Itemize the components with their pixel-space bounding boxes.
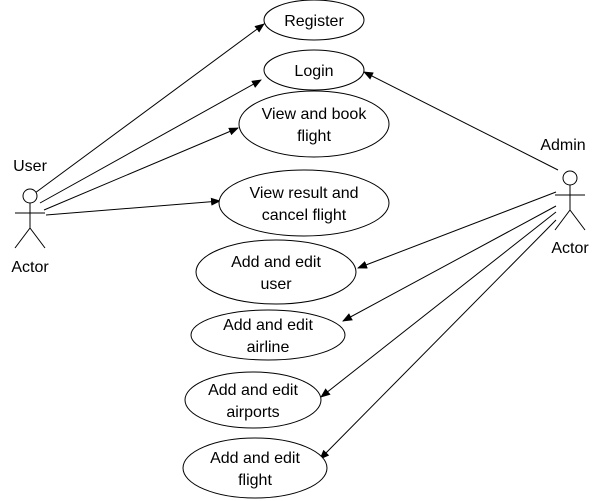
use-case-ellipse bbox=[238, 90, 390, 158]
use-case-view-book: View and book flight bbox=[238, 90, 390, 158]
use-case-label: Login bbox=[294, 63, 333, 80]
use-case-ellipse bbox=[263, 49, 365, 91]
use-case-label: Add and edit bbox=[223, 317, 313, 334]
association-user-to-view-book bbox=[43, 127, 239, 211]
actor-name: Admin bbox=[540, 137, 585, 154]
association-user-to-view-cancel bbox=[45, 197, 221, 216]
use-case-ellipse bbox=[184, 371, 322, 429]
use-case-label: airports bbox=[226, 404, 279, 421]
use-case-ellipse bbox=[218, 169, 390, 237]
use-case-ellipse bbox=[195, 239, 357, 305]
actor-type-label: Actor bbox=[551, 240, 589, 257]
association-admin-to-edit-user bbox=[357, 191, 557, 269]
association-admin-to-edit-airline bbox=[342, 205, 557, 322]
use-case-label: Register bbox=[284, 13, 344, 30]
use-case-view-cancel: View result and cancel flight bbox=[218, 169, 390, 237]
stick-figure-icon bbox=[14, 188, 46, 249]
association-admin-to-edit-flight bbox=[319, 219, 557, 460]
use-case-ellipse bbox=[190, 309, 346, 361]
use-case-edit-airline: Add and edit airline bbox=[190, 309, 346, 361]
association-user-to-login bbox=[39, 79, 262, 204]
use-case-register: Register bbox=[263, 0, 365, 41]
association-admin-to-edit-airports bbox=[320, 211, 557, 398]
association-user-to-register bbox=[34, 23, 265, 194]
use-case-login: Login bbox=[263, 49, 365, 91]
use-case-label: cancel flight bbox=[262, 207, 347, 224]
use-case-label: flight bbox=[297, 128, 331, 145]
use-case-label: Add and edit bbox=[208, 382, 298, 399]
actor-type-label: Actor bbox=[11, 259, 49, 276]
use-case-label: user bbox=[260, 276, 292, 293]
association-admin-to-login bbox=[363, 71, 559, 171]
associations bbox=[34, 23, 559, 460]
stick-figure-icon bbox=[554, 170, 586, 231]
use-case-ellipse bbox=[263, 0, 365, 41]
use-case-label: Add and edit bbox=[210, 450, 300, 467]
use-case-edit-flight: Add and edit flight bbox=[182, 437, 328, 499]
use-case-label: flight bbox=[238, 472, 272, 489]
use-case-edit-airports: Add and edit airports bbox=[184, 371, 322, 429]
use-case-label: airline bbox=[247, 339, 290, 356]
use-case-edit-user: Add and edit user bbox=[195, 239, 357, 305]
use-case-ellipse bbox=[182, 437, 328, 499]
use-case-label: View and book bbox=[262, 106, 368, 123]
use-case-label: Add and edit bbox=[231, 254, 321, 271]
actor-name: User bbox=[13, 158, 47, 175]
use-case-label: View result and bbox=[249, 185, 358, 202]
